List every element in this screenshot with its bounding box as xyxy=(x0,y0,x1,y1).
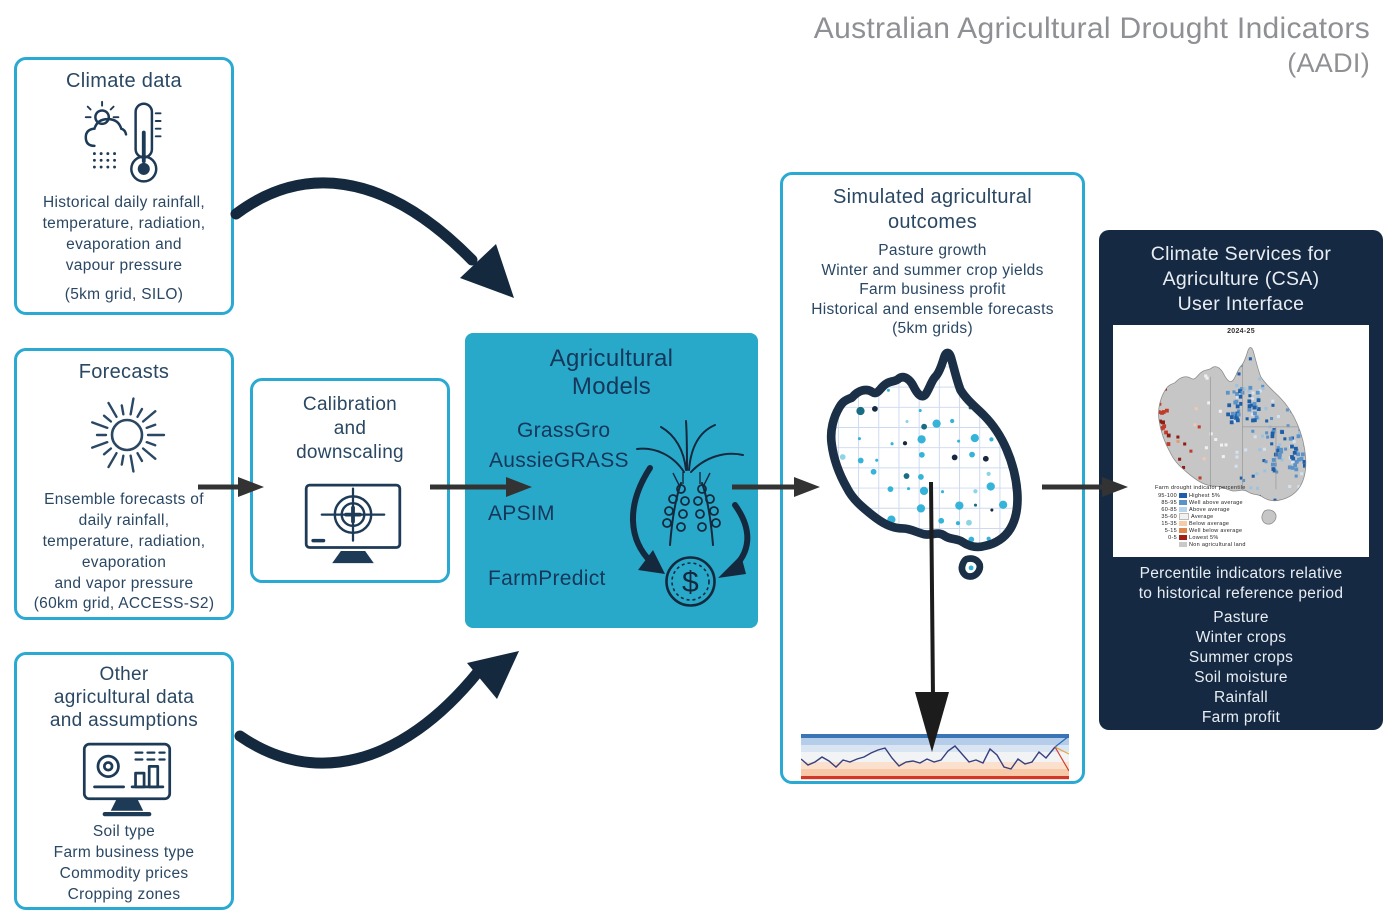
percentile-timeseries-chart xyxy=(801,734,1069,780)
page-title: Australian Agricultural Drought Indicato… xyxy=(813,12,1370,45)
legend-swatch xyxy=(1179,541,1187,548)
legend-row: 35-60 Average xyxy=(1161,512,1214,521)
climate-data-box: Climate data Hi xyxy=(14,57,234,315)
csa-item-pasture: Pasture xyxy=(1213,609,1269,626)
sun-icon xyxy=(91,397,166,473)
agricultural-models-title: Agricultural Models xyxy=(549,345,674,400)
other-data-body: Soil type Farm business type Commodity p… xyxy=(53,823,195,903)
csa-item-rainfall: Rainfall xyxy=(1213,689,1269,706)
simulated-outcomes-box: Simulated agricultural outcomes Pasture … xyxy=(780,172,1085,784)
curved-arrow-other-to-models xyxy=(234,651,519,769)
legend-row: 85-95 Well above average xyxy=(1161,499,1243,506)
csa-map-panel: 2024-25 Farm drought indicator percentil… xyxy=(1113,325,1369,557)
monitor-analytics-icon xyxy=(82,742,172,817)
climate-data-body: Historical daily rainfall, temperature, … xyxy=(42,194,206,274)
wheat-icon xyxy=(636,420,744,546)
calibration-title: Calibration and downscaling xyxy=(296,394,404,463)
csa-item-summer-crops: Summer crops xyxy=(1188,649,1294,666)
australia-grid-map xyxy=(826,348,1022,580)
forecasts-body: Ensemble forecasts of daily rainfall, te… xyxy=(42,491,206,592)
page-subtitle: (AADI) xyxy=(1287,48,1370,78)
curved-arrow-climate-to-models xyxy=(230,177,514,298)
legend-swatch xyxy=(1179,534,1187,541)
csa-title: Climate Services for Agriculture (CSA) U… xyxy=(1150,243,1332,315)
legend-swatch xyxy=(1179,512,1189,521)
legend-row: 5-15 Well below average xyxy=(1164,527,1243,534)
csa-percentile-map xyxy=(1158,347,1307,525)
other-data-title: Other agricultural data and assumptions xyxy=(49,664,199,731)
legend-swatch xyxy=(1179,499,1187,506)
model-grassgro: GrassGro xyxy=(517,419,611,442)
legend-swatch xyxy=(1179,520,1187,527)
forecasts-note: (60km grid, ACCESS-S2) xyxy=(33,595,215,612)
legend-row: 95-100 Highest 5% xyxy=(1158,492,1221,499)
simulated-outcomes-title: Simulated agricultural outcomes xyxy=(833,186,1032,233)
model-farmpredict: FarmPredict xyxy=(488,567,606,590)
csa-item-farm-profit: Farm profit xyxy=(1201,709,1281,726)
legend-swatch xyxy=(1179,492,1187,499)
monitor-target-icon xyxy=(304,483,402,564)
legend-title: Farm drought indicator percentile xyxy=(1155,485,1246,491)
csa-item-soil-moisture: Soil moisture xyxy=(1194,669,1288,686)
other-data-box: Other agricultural data and assumptions … xyxy=(14,652,234,910)
rain-dots xyxy=(92,152,116,169)
legend-swatch xyxy=(1179,506,1187,513)
csa-body-heading: Percentile indicators relative to histor… xyxy=(1138,565,1344,602)
simulated-outcomes-body: Pasture growth Winter and summer crop yi… xyxy=(811,242,1054,337)
model-aussiegrass: AussieGRASS xyxy=(489,449,629,472)
csa-item-winter-crops: Winter crops xyxy=(1195,629,1287,646)
forecasts-box: Forecasts Ensemble forecasts of daily ra… xyxy=(14,348,234,620)
weather-thermometer-icon xyxy=(84,100,162,183)
legend-row: 60-85 Above average xyxy=(1161,506,1230,513)
csa-map-year-label: 2024-25 xyxy=(1227,328,1255,335)
legend-row: 0-5 Lowest 5% xyxy=(1168,534,1219,541)
calibration-box: Calibration and downscaling xyxy=(250,378,450,583)
svg-text:$: $ xyxy=(682,566,699,599)
csa-map-legend: Farm drought indicator percentile 95-100… xyxy=(1155,485,1246,548)
agricultural-models-box: Agricultural Models GrassGro AussieGRASS… xyxy=(465,333,758,628)
model-apsim: APSIM xyxy=(488,502,555,525)
climate-data-title: Climate data xyxy=(66,70,182,92)
legend-row: Non agricultural land xyxy=(1155,541,1246,548)
csa-box: Climate Services for Agriculture (CSA) U… xyxy=(1099,230,1383,730)
climate-data-note: (5km grid, SILO) xyxy=(64,286,184,303)
legend-row: 15-35 Below average xyxy=(1161,520,1230,527)
dollar-coin-icon: $ xyxy=(665,556,716,607)
legend-swatch xyxy=(1179,527,1187,534)
forecasts-title: Forecasts xyxy=(78,361,170,383)
